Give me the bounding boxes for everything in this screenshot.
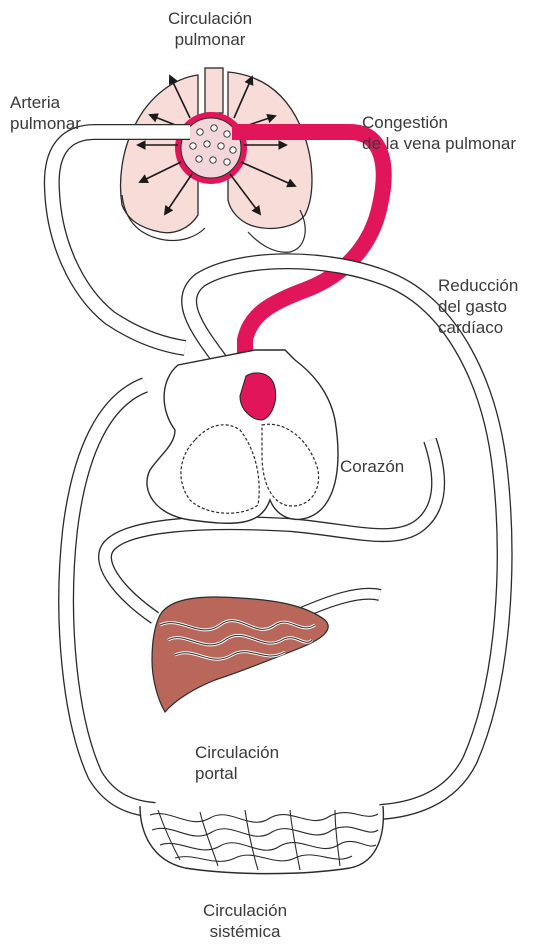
label-systemic-circulation: Circulación sistémica <box>185 900 305 942</box>
systemic-capillary-bed <box>140 806 383 874</box>
label-pulmonary-vein-congestion-line2: de la vena pulmonar <box>362 133 516 154</box>
label-systemic-circulation-line2: sistémica <box>185 921 305 942</box>
trachea <box>205 68 223 113</box>
label-pulmonary-artery-line1: Arteria <box>10 92 81 113</box>
label-pulmonary-artery: Arteria pulmonar <box>10 92 81 134</box>
heart <box>147 350 338 523</box>
label-pulmonary-circulation-line1: Circulación <box>160 8 260 29</box>
label-pulmonary-circulation: Circulación pulmonar <box>160 8 260 50</box>
label-reduced-cardiac-output-line3: cardíaco <box>438 317 518 338</box>
label-pulmonary-vein-congestion-line1: Congestión <box>362 112 516 133</box>
label-heart-line1: Corazón <box>340 456 404 477</box>
label-portal-circulation: Circulación portal <box>195 742 310 784</box>
label-portal-circulation-line2: portal <box>195 763 310 784</box>
label-pulmonary-artery-line2: pulmonar <box>10 113 81 134</box>
label-reduced-cardiac-output-line1: Reducción <box>438 275 518 296</box>
label-systemic-circulation-line1: Circulación <box>185 900 305 921</box>
vena-cava-left-lumen <box>66 385 155 810</box>
lungs <box>121 68 312 252</box>
systemic-bed-outline <box>140 806 383 874</box>
label-heart: Corazón <box>340 456 404 477</box>
label-portal-circulation-line1: Circulación <box>195 742 310 763</box>
label-reduced-cardiac-output-line2: del gasto <box>438 296 518 317</box>
label-pulmonary-circulation-line2: pulmonar <box>160 29 260 50</box>
label-reduced-cardiac-output: Reducción del gasto cardíaco <box>438 275 518 338</box>
label-pulmonary-vein-congestion: Congestión de la vena pulmonar <box>362 112 516 154</box>
liver <box>152 597 328 712</box>
